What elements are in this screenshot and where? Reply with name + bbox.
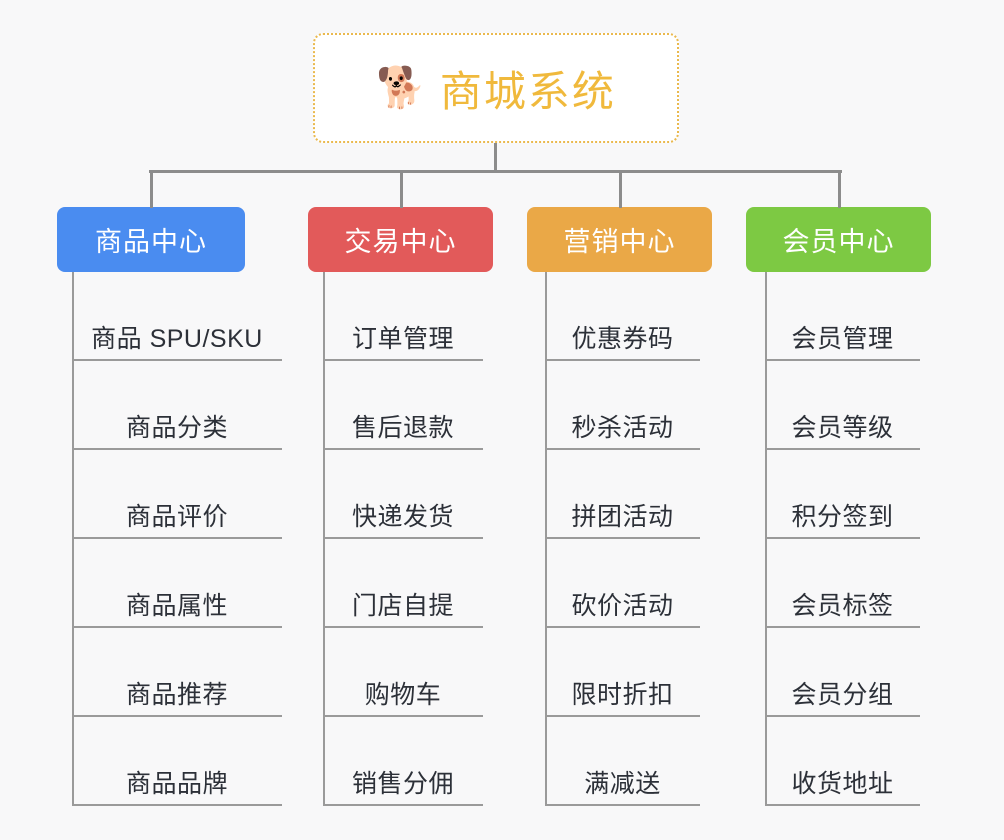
category-header-marketing-center[interactable]: 营销中心	[527, 207, 712, 272]
leaf-item[interactable]: 秒杀活动	[545, 361, 700, 450]
category-header-label: 营销中心	[563, 227, 676, 257]
leaf-item[interactable]: 商品分类	[72, 361, 282, 450]
branch-trunk-marketing-center	[545, 272, 547, 806]
leaf-item[interactable]: 售后退款	[323, 361, 483, 450]
leaf-item-label: 快递发货	[351, 503, 454, 531]
leaf-item[interactable]: 砍价活动	[545, 539, 700, 628]
leaf-item[interactable]: 收货地址	[765, 717, 920, 806]
leaf-item-label: 商品评价	[125, 503, 228, 531]
leaf-item[interactable]: 快递发货	[323, 450, 483, 539]
branch-column-marketing-center: 优惠券码秒杀活动拼团活动砍价活动限时折扣满减送	[545, 272, 700, 806]
leaf-item-label: 收货地址	[791, 770, 894, 798]
connector-bar	[149, 170, 842, 173]
leaf-item-label: 商品品牌	[125, 770, 228, 798]
leaf-item[interactable]: 优惠券码	[545, 272, 700, 361]
category-header-label: 商品中心	[95, 227, 207, 257]
leaf-item[interactable]: 商品 SPU/SKU	[72, 272, 282, 361]
leaf-item-label: 订单管理	[351, 325, 454, 353]
leaf-item-label: 会员分组	[791, 681, 894, 709]
leaf-item[interactable]: 商品属性	[72, 539, 282, 628]
leaf-item-label: 商品推荐	[125, 681, 228, 709]
leaf-item[interactable]: 购物车	[323, 628, 483, 717]
leaf-item-label: 门店自提	[351, 592, 454, 620]
leaf-item[interactable]: 会员管理	[765, 272, 920, 361]
branch-trunk-trade-center	[323, 272, 325, 806]
root-node[interactable]: 🐕 商城系统	[313, 33, 679, 143]
leaf-item[interactable]: 拼团活动	[545, 450, 700, 539]
leaf-item-label: 售后退款	[351, 414, 454, 442]
leaf-item[interactable]: 商品评价	[72, 450, 282, 539]
category-header-label: 交易中心	[344, 227, 457, 257]
leaf-item[interactable]: 商品推荐	[72, 628, 282, 717]
connector-drop-member-center	[837, 170, 841, 208]
leaf-item-label: 购物车	[364, 681, 442, 709]
leaf-item-label: 商品属性	[125, 592, 228, 620]
leaf-item-label: 积分签到	[791, 503, 894, 531]
category-header-label: 会员中心	[782, 227, 895, 257]
leaf-item-label: 砍价活动	[571, 592, 674, 620]
leaf-item[interactable]: 会员等级	[765, 361, 920, 450]
leaf-item-label: 商品 SPU/SKU	[91, 325, 263, 353]
branch-trunk-member-center	[765, 272, 767, 806]
category-header-member-center[interactable]: 会员中心	[746, 207, 931, 272]
leaf-item[interactable]: 门店自提	[323, 539, 483, 628]
leaf-item[interactable]: 销售分佣	[323, 717, 483, 806]
leaf-item-label: 商品分类	[125, 414, 228, 442]
leaf-item-label: 会员等级	[791, 414, 894, 442]
connector-drop-marketing-center	[618, 170, 622, 208]
category-header-product-center[interactable]: 商品中心	[57, 207, 245, 272]
leaf-item[interactable]: 会员分组	[765, 628, 920, 717]
leaf-item-label: 限时折扣	[571, 681, 674, 709]
branch-trunk-product-center	[72, 272, 74, 806]
connector-drop-trade-center	[399, 170, 403, 208]
leaf-item[interactable]: 积分签到	[765, 450, 920, 539]
leaf-item-label: 销售分佣	[351, 770, 454, 798]
root-title: 商城系统	[439, 67, 616, 115]
leaf-item-label: 拼团活动	[571, 503, 674, 531]
leaf-item[interactable]: 会员标签	[765, 539, 920, 628]
connector-drop-product-center	[150, 170, 153, 208]
branch-column-trade-center: 订单管理售后退款快递发货门店自提购物车销售分佣	[323, 272, 483, 806]
branch-column-member-center: 会员管理会员等级积分签到会员标签会员分组收货地址	[765, 272, 920, 806]
leaf-item-label: 优惠券码	[571, 325, 674, 353]
leaf-item[interactable]: 订单管理	[323, 272, 483, 361]
leaf-item-label: 秒杀活动	[571, 414, 674, 442]
leaf-item-label: 会员标签	[791, 592, 894, 620]
leaf-item-label: 会员管理	[791, 325, 894, 353]
connector-stem	[494, 143, 497, 172]
leaf-item[interactable]: 限时折扣	[545, 628, 700, 717]
leaf-item[interactable]: 满减送	[545, 717, 700, 806]
shiba-dog-icon: 🐕	[376, 66, 426, 110]
branch-column-product-center: 商品 SPU/SKU 商品分类商品评价商品属性商品推荐商品品牌	[72, 272, 282, 806]
category-header-trade-center[interactable]: 交易中心	[308, 207, 493, 272]
leaf-item[interactable]: 商品品牌	[72, 717, 282, 806]
leaf-item-label: 满减送	[584, 770, 661, 798]
